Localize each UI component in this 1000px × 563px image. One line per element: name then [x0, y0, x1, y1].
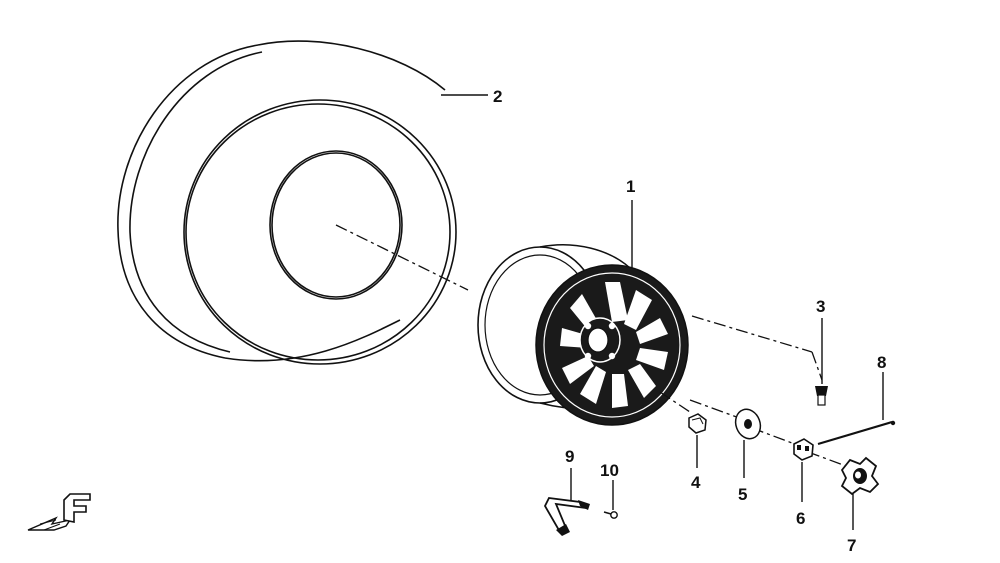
callout-6: 6: [796, 509, 805, 528]
hub-cap-part: [840, 456, 880, 496]
valve-part: [815, 386, 828, 406]
callout-7: 7: [847, 536, 856, 555]
rim-part: [477, 244, 689, 426]
valve-core-part: [603, 511, 618, 519]
callout-3: 3: [816, 297, 825, 316]
callout-4: 4: [691, 473, 701, 492]
callout-9: 9: [565, 447, 574, 466]
leader-lines: [441, 94, 884, 530]
callout-10: 10: [600, 461, 619, 480]
front-direction-arrow-icon: F: [27, 493, 91, 531]
castle-nut-part: [793, 438, 814, 461]
callout-numbers: 1 2 3 4 5 6 7 8 9 10: [493, 87, 886, 555]
washer-part: [734, 408, 762, 440]
valve-stem-part: [543, 497, 590, 536]
cotter-pin-part: [817, 420, 896, 447]
callout-2: 2: [493, 87, 502, 106]
tire-part: [117, 40, 457, 365]
callout-5: 5: [738, 485, 747, 504]
lug-nut-part: [688, 413, 707, 434]
callout-8: 8: [877, 353, 886, 372]
callout-1: 1: [626, 177, 635, 196]
